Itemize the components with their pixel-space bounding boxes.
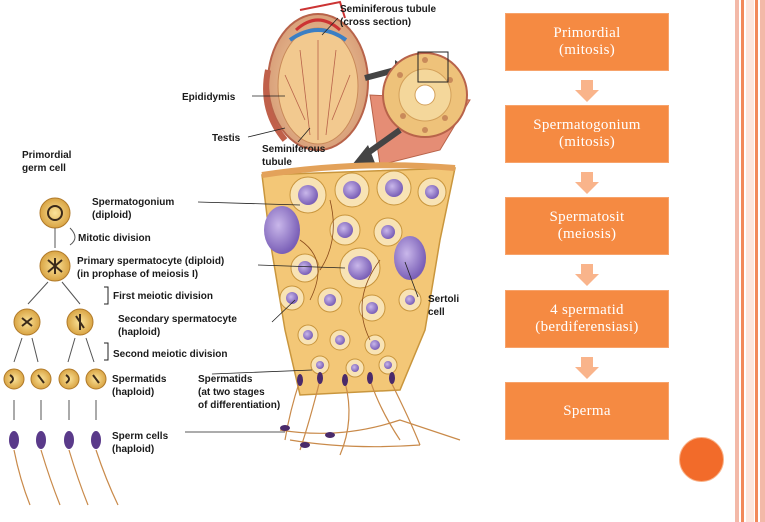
flow-step-primordial: Primordial (mitosis) xyxy=(505,13,669,71)
tubule-section-drawing xyxy=(261,162,461,456)
label-sperm-cells: Sperm cells(haploid) xyxy=(112,431,169,455)
figure-labels: Seminiferous tubule(cross section) Epidi… xyxy=(22,4,459,455)
flow-step-subtitle: (berdiferensiasi) xyxy=(535,319,639,335)
flow-step-spermatogonium: Spermatogonium (mitosis) xyxy=(505,105,669,163)
arrow-to-tubule-section xyxy=(363,127,402,158)
flow-step-title: Spermatogonium xyxy=(533,117,641,133)
flow-arrow-down-icon xyxy=(575,80,599,102)
label-epididymis: Epididymis xyxy=(182,92,236,103)
label-second-meiotic-division: Second meiotic division xyxy=(113,349,227,360)
flow-step-spermatosit: Spermatosit (meiosis) xyxy=(505,197,669,255)
label-first-meiotic-division: First meiotic division xyxy=(113,291,213,302)
flow-arrow-down-icon xyxy=(575,172,599,194)
flow-step-sperma: Sperma xyxy=(505,382,669,440)
flow-step-subtitle: (meiosis) xyxy=(557,226,617,242)
flow-step-subtitle: (mitosis) xyxy=(558,42,616,58)
leader-lines xyxy=(185,17,419,433)
label-mitotic-division: Mitotic division xyxy=(78,233,151,244)
flow-step-title: Sperma xyxy=(563,402,611,419)
cross-section-drawing xyxy=(369,51,471,166)
slide-border-right xyxy=(733,0,765,522)
figure-illustration: Seminiferous tubule(cross section) Epidi… xyxy=(3,0,471,506)
flow-step-title: Spermatosit xyxy=(549,209,625,225)
flow-step-spermatid: 4 spermatid (berdiferensiasi) xyxy=(505,290,669,348)
flow-step-subtitle: (mitosis) xyxy=(558,134,616,150)
flow-arrow-down-icon xyxy=(575,357,599,379)
flow-step-title: Primordial xyxy=(553,25,621,41)
label-spermatogonium: Spermatogonium(diploid) xyxy=(92,197,174,221)
cell-lineage xyxy=(3,197,119,506)
spermatogenesis-figure: Seminiferous tubule(cross section) Epidi… xyxy=(3,0,471,506)
label-primary-spermatocyte: Primary spermatocyte (diploid)(in propha… xyxy=(77,256,224,280)
decorative-circle xyxy=(679,437,724,482)
testis-drawing xyxy=(263,0,369,151)
label-seminiferous-cross: Seminiferous tubule(cross section) xyxy=(340,4,437,28)
tubule-cells xyxy=(264,170,447,378)
flow-arrow-down-icon xyxy=(575,264,599,286)
label-spermatids: Spermatids(haploid) xyxy=(112,374,167,398)
label-testis: Testis xyxy=(212,133,241,144)
flow-step-title: 4 spermatid xyxy=(550,302,624,318)
label-secondary-spermatocyte: Secondary spermatocyte(haploid) xyxy=(118,314,237,338)
